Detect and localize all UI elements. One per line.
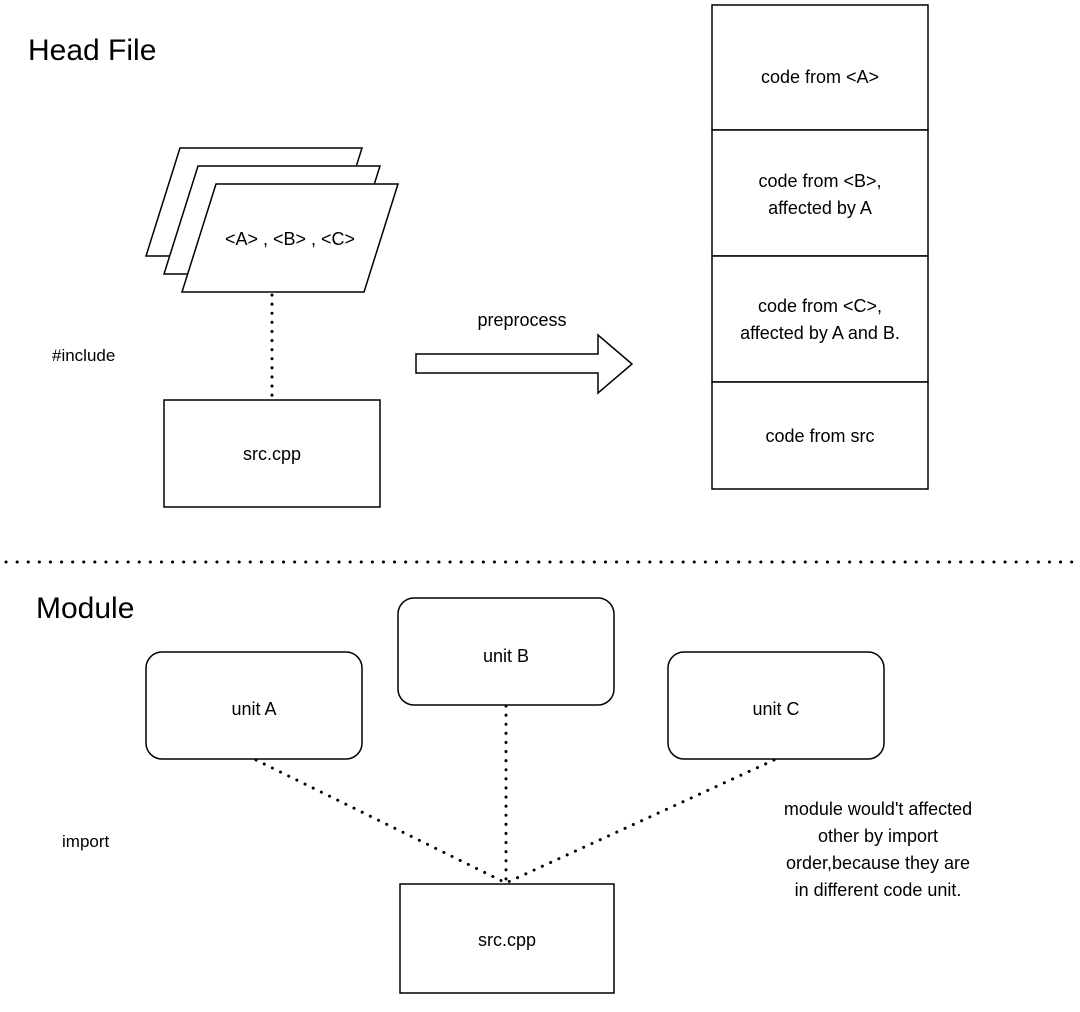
output-block-a-line-1: code from <A> — [761, 67, 879, 87]
src-label-module: src.cpp — [478, 930, 536, 950]
module-note-line-2: other by import — [818, 826, 938, 846]
head-file-title: Head File — [28, 34, 156, 67]
module-note-line-1: module would't affected — [784, 799, 972, 819]
output-block-src-line-1: code from src — [765, 426, 874, 446]
output-block-a — [711, 4, 929, 131]
import-label: import — [62, 832, 110, 851]
header-files-label: <A> , <B> , <C> — [225, 229, 355, 249]
output-code-column: code from <A> code from <B>, affected by… — [711, 4, 929, 490]
import-link-a — [254, 758, 506, 884]
unit-c-box — [667, 651, 885, 760]
module-note-line-4: in different code unit. — [795, 880, 962, 900]
module-note-line-3: order,because they are — [786, 853, 970, 873]
unit-a-label: unit A — [231, 699, 276, 719]
src-label-head: src.cpp — [243, 444, 301, 464]
preprocess-arrow — [415, 333, 634, 395]
header-files-stack: <A> , <B> , <C> — [144, 147, 400, 293]
output-block-c-line-1: code from <C>, — [758, 296, 882, 316]
src-box-head — [163, 399, 381, 508]
output-block-b-line-2: affected by A — [768, 198, 872, 218]
unit-c-label: unit C — [752, 699, 799, 719]
preprocess-label: preprocess — [477, 310, 566, 330]
module-title: Module — [36, 592, 134, 625]
output-block-c — [711, 255, 929, 383]
output-block-b — [711, 129, 929, 257]
unit-a-box — [145, 651, 363, 760]
import-link-c — [506, 758, 776, 884]
include-label: #include — [52, 346, 115, 365]
unit-b-label: unit B — [483, 646, 529, 666]
output-block-c-line-2: affected by A and B. — [740, 323, 900, 343]
output-block-src — [711, 381, 929, 490]
src-box-module — [399, 883, 615, 994]
header-file-front — [180, 183, 400, 293]
output-block-b-line-1: code from <B>, — [758, 171, 881, 191]
module-note: module would't affected other by import … — [784, 799, 972, 900]
